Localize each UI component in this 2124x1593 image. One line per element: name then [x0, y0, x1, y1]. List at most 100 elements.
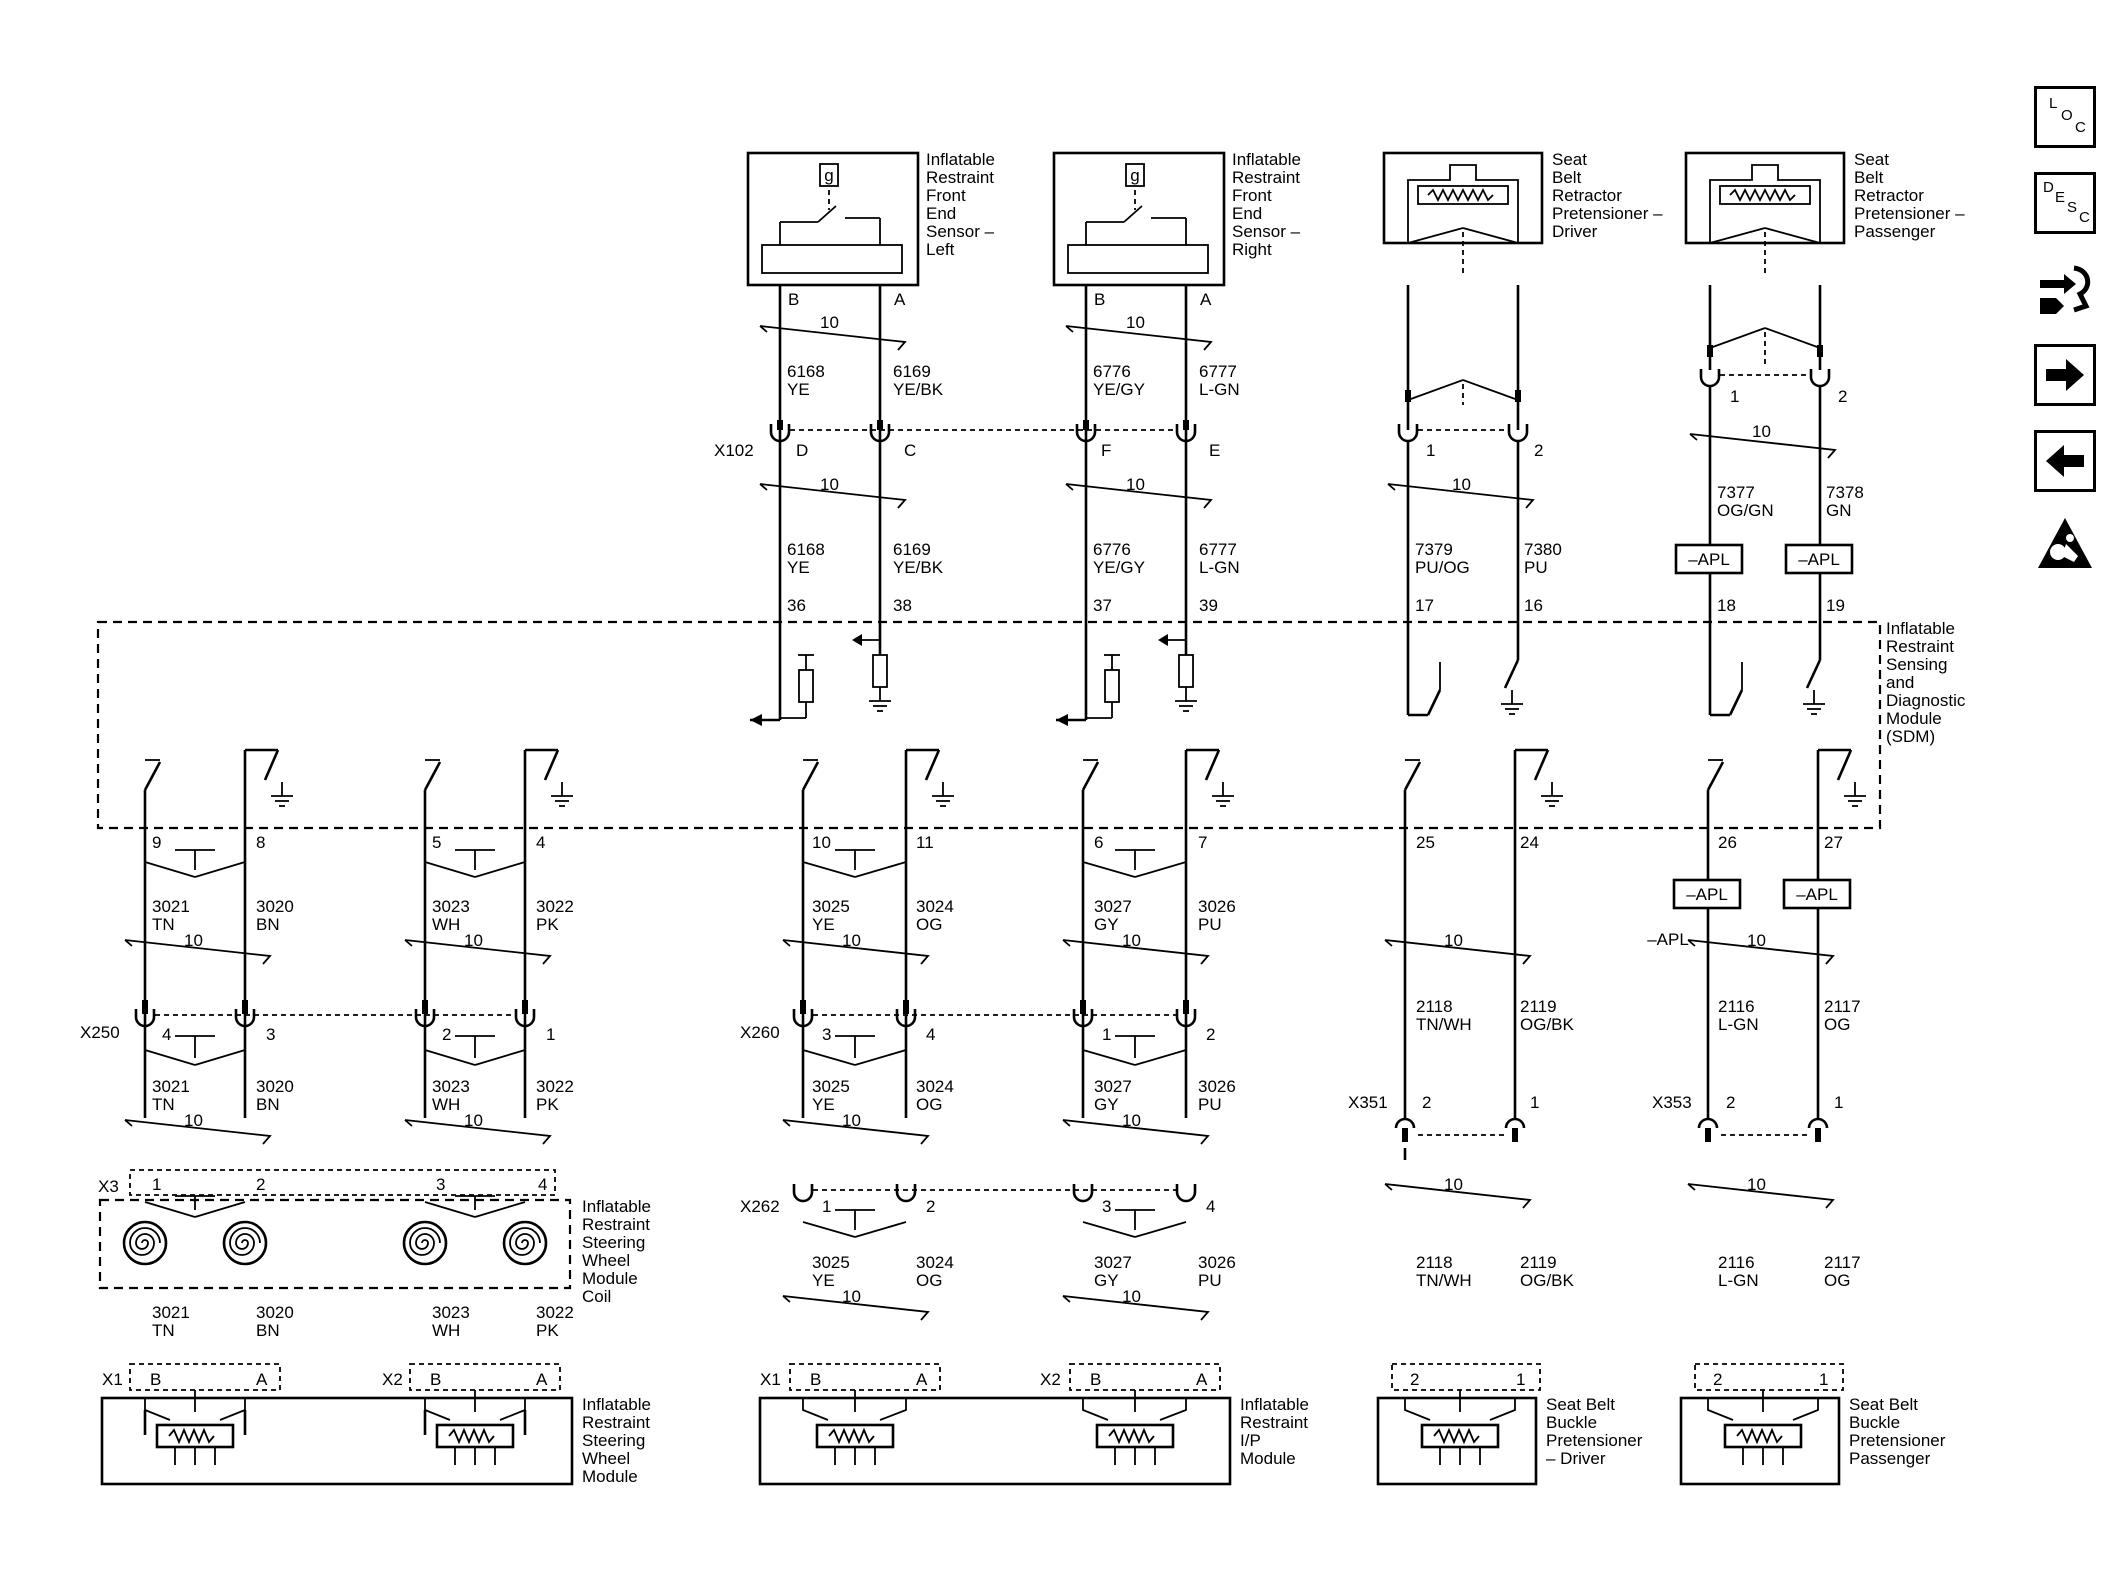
- svg-text:10: 10: [1747, 931, 1766, 950]
- svg-text:TN: TN: [152, 1321, 175, 1340]
- svg-text:PK: PK: [536, 915, 559, 934]
- svg-text:Buckle: Buckle: [1849, 1413, 1900, 1432]
- svg-text:2: 2: [1838, 387, 1847, 406]
- svg-text:Driver: Driver: [1552, 222, 1598, 241]
- svg-text:10: 10: [1452, 475, 1471, 494]
- svg-text:Front: Front: [926, 186, 966, 205]
- svg-text:Seat: Seat: [1552, 150, 1587, 169]
- svg-text:1: 1: [1819, 1370, 1828, 1389]
- svg-text:26: 26: [1718, 833, 1737, 852]
- svg-text:10: 10: [842, 1287, 861, 1306]
- svg-text:Wheel: Wheel: [582, 1449, 630, 1468]
- svg-text:End: End: [1232, 204, 1262, 223]
- svg-text:X2: X2: [1040, 1370, 1061, 1389]
- svg-text:PU: PU: [1524, 558, 1548, 577]
- coil-icon: [402, 1220, 448, 1266]
- svg-text:WH: WH: [432, 1321, 460, 1340]
- svg-text:10: 10: [184, 1111, 203, 1130]
- svg-text:Restraint: Restraint: [1240, 1413, 1308, 1432]
- svg-text:10: 10: [464, 1111, 483, 1130]
- svg-text:2118: 2118: [1416, 997, 1453, 1016]
- previous-arrow-icon[interactable]: [2034, 430, 2096, 492]
- svg-text:2: 2: [442, 1025, 451, 1044]
- svg-text:4: 4: [162, 1025, 171, 1044]
- svg-text:2116: 2116: [1718, 997, 1755, 1016]
- svg-text:2: 2: [1726, 1093, 1735, 1112]
- svg-text:10: 10: [1444, 1175, 1463, 1194]
- svg-text:X1: X1: [760, 1370, 781, 1389]
- svg-text:OG: OG: [916, 1271, 942, 1290]
- svg-text:Coil: Coil: [582, 1287, 611, 1306]
- svg-text:3023: 3023: [432, 1077, 470, 1096]
- svg-text:27: 27: [1824, 833, 1843, 852]
- svg-text:6169: 6169: [893, 540, 931, 559]
- svg-text:YE/BK: YE/BK: [893, 558, 944, 577]
- svg-text:16: 16: [1524, 596, 1543, 615]
- svg-text:1: 1: [1530, 1093, 1539, 1112]
- svg-text:GN: GN: [1826, 501, 1852, 520]
- svg-text:6169: 6169: [893, 362, 931, 381]
- svg-text:OG/BK: OG/BK: [1520, 1015, 1575, 1034]
- steering-wheel-module: X1 B A X2 B A Inflatable Restraint Steer…: [100, 1363, 651, 1486]
- svg-text:GY: GY: [1094, 915, 1119, 934]
- svg-text:18: 18: [1717, 596, 1736, 615]
- svg-text:3026: 3026: [1198, 1253, 1236, 1272]
- svg-text:6168: 6168: [787, 540, 825, 559]
- svg-text:Inflatable: Inflatable: [926, 150, 995, 169]
- svg-text:Seat Belt: Seat Belt: [1849, 1395, 1918, 1414]
- svg-text:B: B: [150, 1370, 161, 1389]
- svg-text:X250: X250: [80, 1023, 120, 1042]
- svg-text:I/P: I/P: [1240, 1431, 1261, 1450]
- svg-text:2117: 2117: [1824, 1253, 1861, 1272]
- svg-text:Steering: Steering: [582, 1233, 645, 1252]
- svg-text:E: E: [1209, 441, 1220, 460]
- svg-text:BN: BN: [256, 1321, 280, 1340]
- svg-text:3: 3: [1102, 1197, 1111, 1216]
- svg-text:2: 2: [1206, 1025, 1215, 1044]
- svg-text:A: A: [256, 1370, 268, 1389]
- svg-text:4: 4: [1206, 1197, 1215, 1216]
- svg-text:L-GN: L-GN: [1718, 1271, 1759, 1290]
- svg-text:10: 10: [820, 313, 839, 332]
- svg-text:B: B: [1090, 1370, 1101, 1389]
- svg-text:A: A: [1196, 1370, 1208, 1389]
- svg-text:7378: 7378: [1826, 483, 1864, 502]
- connector-tools-icon[interactable]: [2034, 258, 2096, 320]
- svg-text:3024: 3024: [916, 1253, 954, 1272]
- svg-text:OG: OG: [916, 1095, 942, 1114]
- svg-text:A: A: [916, 1370, 928, 1389]
- svg-text:and: and: [1886, 673, 1914, 692]
- svg-text:A: A: [536, 1370, 548, 1389]
- svg-text:B: B: [788, 290, 799, 309]
- airbag-warning-icon[interactable]: [2034, 512, 2096, 574]
- svg-text:WH: WH: [432, 915, 460, 934]
- svg-text:Restraint: Restraint: [926, 168, 994, 187]
- desc-icon[interactable]: D E S C: [2034, 172, 2096, 234]
- svg-text:B: B: [1094, 290, 1105, 309]
- svg-text:PU: PU: [1198, 915, 1222, 934]
- svg-text:10: 10: [842, 931, 861, 950]
- svg-text:– Driver: – Driver: [1546, 1449, 1606, 1468]
- svg-text:3025: 3025: [812, 1077, 850, 1096]
- svg-text:3022: 3022: [536, 1303, 574, 1322]
- svg-text:Steering: Steering: [582, 1431, 645, 1450]
- front-end-sensor-right: g Inflatable Restraint Front End Sensor …: [1052, 150, 1301, 287]
- shorting-bars: [144, 849, 1187, 878]
- svg-text:BN: BN: [256, 915, 280, 934]
- ip-module: X1 B A X2 B A Inflatable Restraint I/P M…: [758, 1363, 1309, 1486]
- svg-text:3: 3: [266, 1025, 275, 1044]
- svg-text:3027: 3027: [1094, 1253, 1132, 1272]
- svg-text:A: A: [894, 290, 906, 309]
- svg-text:OG: OG: [916, 915, 942, 934]
- svg-text:Module: Module: [582, 1269, 638, 1288]
- svg-text:1: 1: [822, 1197, 831, 1216]
- g-sensor-symbol: g: [824, 166, 833, 185]
- svg-text:Restraint: Restraint: [1886, 637, 1954, 656]
- svg-text:10: 10: [1122, 1287, 1141, 1306]
- svg-text:4: 4: [536, 833, 545, 852]
- next-arrow-icon[interactable]: [2034, 344, 2096, 406]
- loc-icon[interactable]: L O C: [2034, 86, 2096, 148]
- svg-text:1: 1: [1102, 1025, 1111, 1044]
- svg-text:3026: 3026: [1198, 897, 1236, 916]
